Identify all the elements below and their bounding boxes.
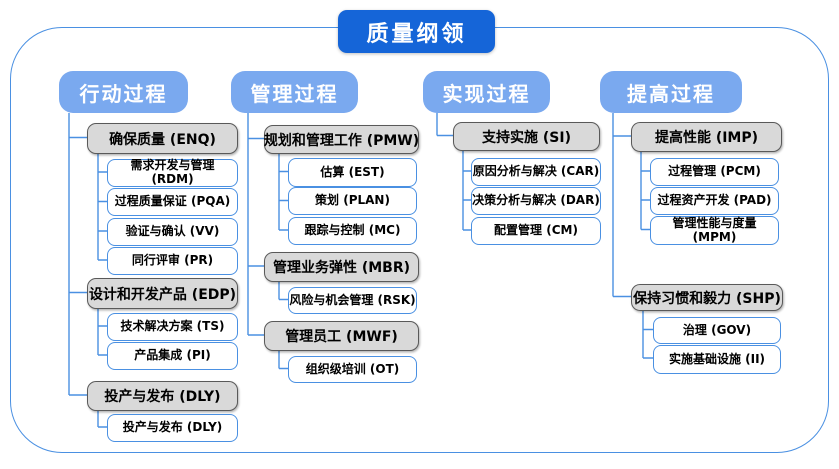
leaf-ts: 技术解决方案 (TS) [107,313,238,341]
leaf-cm: 配置管理 (CM) [471,217,601,245]
header-management-process: 管理过程 [231,71,358,113]
group-enq: 确保质量 (ENQ) [87,123,238,154]
group-imp: 提高性能 (IMP) [631,122,782,152]
header-action-process: 行动过程 [59,71,188,113]
header-improvement-process: 提高过程 [600,71,742,113]
group-si: 支持实施 (SI) [453,122,600,151]
leaf-ot: 组织级培训 (OT) [288,356,417,383]
leaf-vv: 验证与确认 (VV) [107,218,238,246]
leaf-rdm: 需求开发与管理 (RDM) [107,158,238,187]
group-edp: 设计和开发产品 (EDP) [87,278,238,309]
leaf-mc: 跟踪与控制 (MC) [288,217,417,245]
leaf-pi: 产品集成 (PI) [107,342,238,370]
leaf-gov: 治理 (GOV) [653,317,781,344]
leaf-est: 估算 (EST) [288,158,417,187]
leaf-pqa: 过程质量保证 (PQA) [107,188,238,216]
leaf-ii: 实施基础设施 (II) [653,345,781,374]
leaf-dar: 决策分析与解决 (DAR) [471,187,601,215]
group-mbr: 管理业务弹性 (MBR) [264,252,419,282]
leaf-car: 原因分析与解决 (CAR) [471,158,601,186]
leaf-dly: 投产与发布 (DLY) [107,414,238,442]
header-implementation-process: 实现过程 [423,71,550,113]
group-mwf: 管理员工 (MWF) [264,321,419,351]
leaf-pad: 过程资产开发 (PAD) [650,187,779,215]
leaf-plan: 策划 (PLAN) [288,187,417,215]
group-shp: 保持习惯和毅力 (SHP) [631,284,783,311]
leaf-mpm: 管理性能与度量 (MPM) [650,216,779,245]
leaf-pcm: 过程管理 (PCM) [650,158,779,186]
leaf-pr: 同行评审 (PR) [107,247,238,275]
diagram-title: 质量纲领 [338,10,495,53]
group-pmw: 规划和管理工作 (PMW) [264,125,419,154]
group-dly: 投产与发布 (DLY) [87,381,238,411]
leaf-rsk: 风险与机会管理 (RSK) [288,287,417,314]
